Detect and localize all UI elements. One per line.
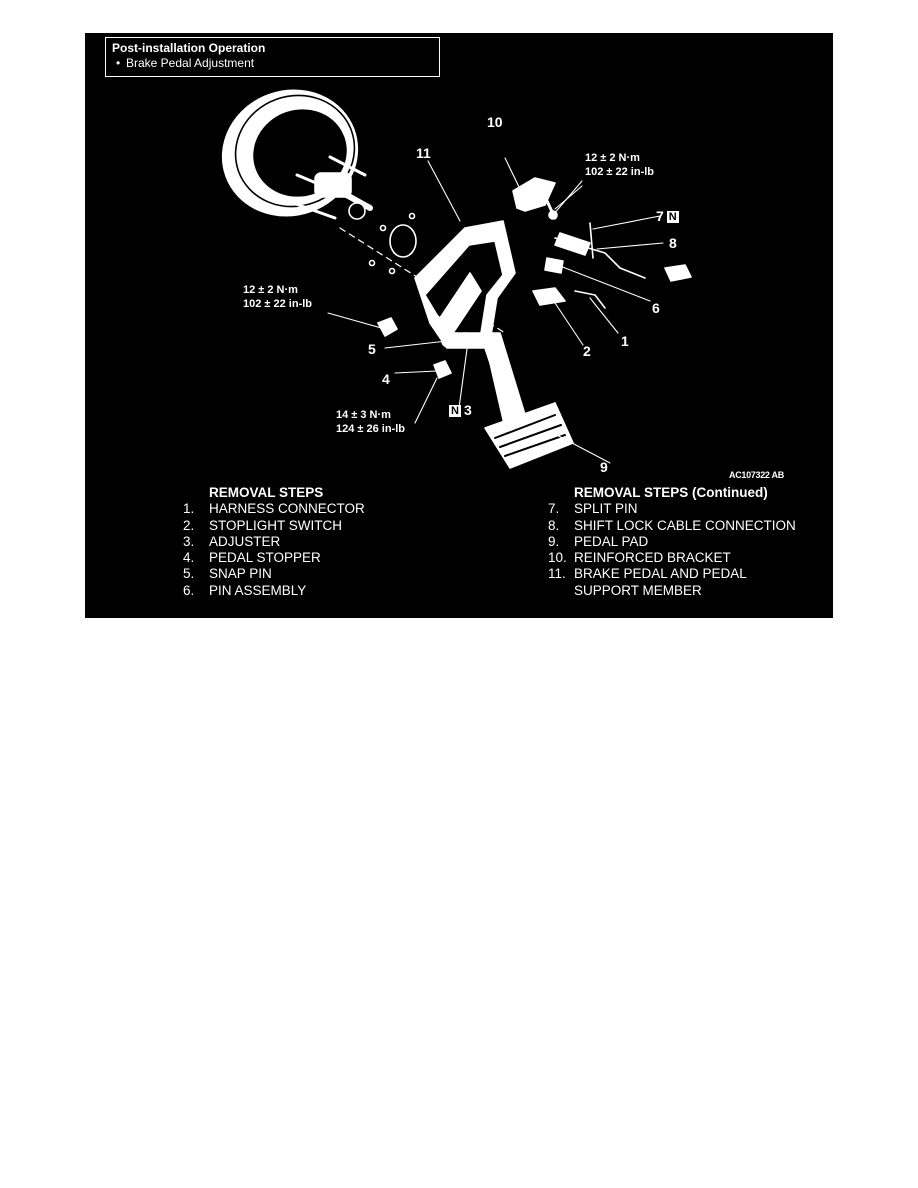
reinforced-bracket <box>512 177 556 212</box>
list-item: 10.REINFORCED BRACKET <box>548 550 731 566</box>
torque-imperial: 102 ± 22 in-lb <box>585 166 655 178</box>
brake-pedal-exploded-diagram <box>221 89 692 469</box>
torque-spec-lower-nut: 14 ± 3 N·m 124 ± 26 in-lb <box>336 408 405 436</box>
removal-steps-continued-heading: REMOVAL STEPS (Continued) <box>574 485 768 500</box>
list-item: 4.PEDAL STOPPER <box>183 550 321 566</box>
removal-steps-heading: REMOVAL STEPS <box>209 485 324 500</box>
callout-9: 9 <box>600 459 608 475</box>
callout-10: 10 <box>487 114 503 130</box>
callout-5: 5 <box>368 341 376 357</box>
torque-metric: 14 ± 3 N·m <box>336 409 391 421</box>
callout-8: 8 <box>669 235 677 251</box>
new-part-mark: N <box>449 405 461 417</box>
brake-pedal-arm <box>479 332 574 469</box>
snap-pin-part <box>441 334 455 348</box>
callout-2: 2 <box>583 343 591 359</box>
torque-spec-mounting-nut: 12 ± 2 N·m 102 ± 22 in-lb <box>243 283 312 311</box>
list-item: 3.ADJUSTER <box>183 533 281 549</box>
callout-4: 4 <box>382 371 390 387</box>
post-installation-note: Post-installation Operation • Brake Pedal… <box>105 37 440 77</box>
torque-spec-bracket-bolt: 12 ± 2 N·m 102 ± 22 in-lb <box>585 151 654 179</box>
list-item: 5.SNAP PIN <box>183 566 272 582</box>
split-pin-part <box>589 222 594 259</box>
list-item: 8.SHIFT LOCK CABLE CONNECTION <box>548 517 796 533</box>
note-bullet-text: Brake Pedal Adjustment <box>126 56 255 70</box>
gasket <box>389 224 417 258</box>
torque-imperial: 124 ± 26 in-lb <box>336 423 406 435</box>
brake-booster <box>221 89 373 220</box>
adjuster-part <box>457 332 473 348</box>
removal-steps-list: REMOVAL STEPS 1.HARNESS CONNECTOR 2.STOP… <box>183 485 365 599</box>
pedal-stopper-part <box>433 360 452 379</box>
note-title: Post-installation Operation <box>112 41 266 55</box>
pedal-support-member <box>414 220 516 349</box>
bullet-icon: • <box>116 56 121 70</box>
pin-assembly-part <box>544 257 564 274</box>
torque-metric: 12 ± 2 N·m <box>243 284 298 296</box>
removal-steps-continued-list: REMOVAL STEPS (Continued) 7.SPLIT PIN 8.… <box>548 485 796 599</box>
callout-6: 6 <box>652 300 660 316</box>
new-part-mark: N <box>666 211 679 223</box>
callout-3-number: 3 <box>463 402 472 418</box>
callout-1: 1 <box>621 333 629 349</box>
list-item: 7.SPLIT PIN <box>548 501 638 517</box>
list-item: 11.BRAKE PEDAL AND PEDAL <box>548 566 747 582</box>
callout-7-number: 7 <box>656 208 664 224</box>
figure-panel: Post-installation Operation • Brake Pedal… <box>85 33 833 618</box>
list-item: 1.HARNESS CONNECTOR <box>183 501 365 517</box>
list-item-continuation: SUPPORT MEMBER <box>574 582 702 598</box>
harness-connector-part <box>574 290 606 309</box>
stoplight-switch-part <box>532 287 566 306</box>
note-bullet-item: • Brake Pedal Adjustment <box>112 56 433 71</box>
torque-imperial: 102 ± 22 in-lb <box>243 298 313 310</box>
list-item: 9.PEDAL PAD <box>548 533 649 549</box>
torque-metric: 12 ± 2 N·m <box>585 152 640 164</box>
figure-code: AC107322 AB <box>729 470 784 480</box>
mounting-nut <box>377 317 398 337</box>
list-item: 6.PIN ASSEMBLY <box>183 582 307 598</box>
callout-11: 11 <box>416 145 431 161</box>
list-item: 2.STOPLIGHT SWITCH <box>183 517 343 533</box>
